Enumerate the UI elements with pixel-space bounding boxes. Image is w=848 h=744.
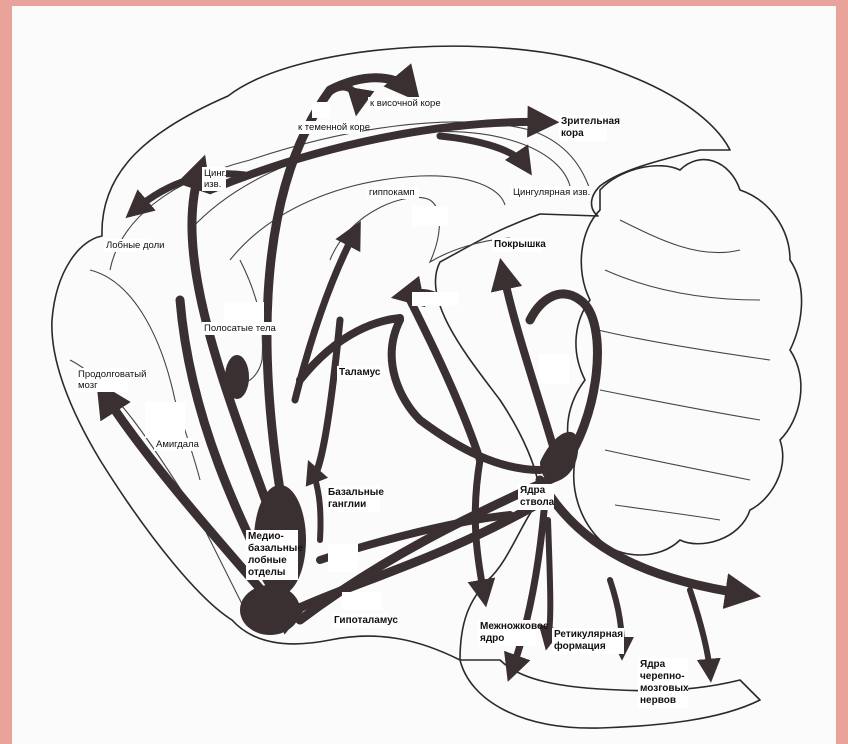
lower-frontal-line [70,360,250,620]
brainstem-outline [460,660,760,728]
label-thalamus: Таламус [337,366,381,380]
label-parietal-cortex: к теменной коре [296,121,362,134]
label-visual-cortex: Зрительная кора [559,115,607,141]
label-cingulate-gyrus: Цингулярная изв. [511,186,591,199]
blank-patch [312,102,330,118]
label-medulla: Продолговатый мозг [76,368,128,392]
label-hypothalamus: Гипоталамус [332,614,388,628]
blank-patch [539,354,569,384]
label-cerebellar-nucleus: Межножковое ядро [478,620,536,646]
label-hippocampus: гиппокамп [367,186,419,199]
label-amygdala: Амигдала [154,438,194,451]
label-tegmentum: Покрышка [492,238,542,252]
label-striatum: Полосатые тела [202,322,272,335]
blank-patch [328,544,358,572]
blank-patch [412,206,448,226]
label-cranial-nerve-nuclei: Ядра черепно-мозговых нервов [638,658,688,708]
blank-patch [412,292,458,306]
label-reticular-formation: Ретикулярная формация [552,628,624,654]
cerebellum-outline [568,160,802,555]
blank-patch [145,402,185,438]
label-temporal-cortex: к височной коре [368,97,442,110]
label-brainstem-nuclei: Ядра ствола [518,484,554,510]
label-mediobasal-frontal: Медио-базальные лобные отделы [246,530,298,580]
diagram-paper: к височной коре к теменной коре Зрительн… [12,6,836,744]
label-frontal-lobes: Лобные доли [104,239,150,252]
label-basal-ganglia: Базальные ганглии [326,486,380,512]
blank-patch [224,302,264,322]
label-cingulate-gyrus-short: Цинг. изв. [202,167,226,191]
blank-patch [342,592,382,610]
